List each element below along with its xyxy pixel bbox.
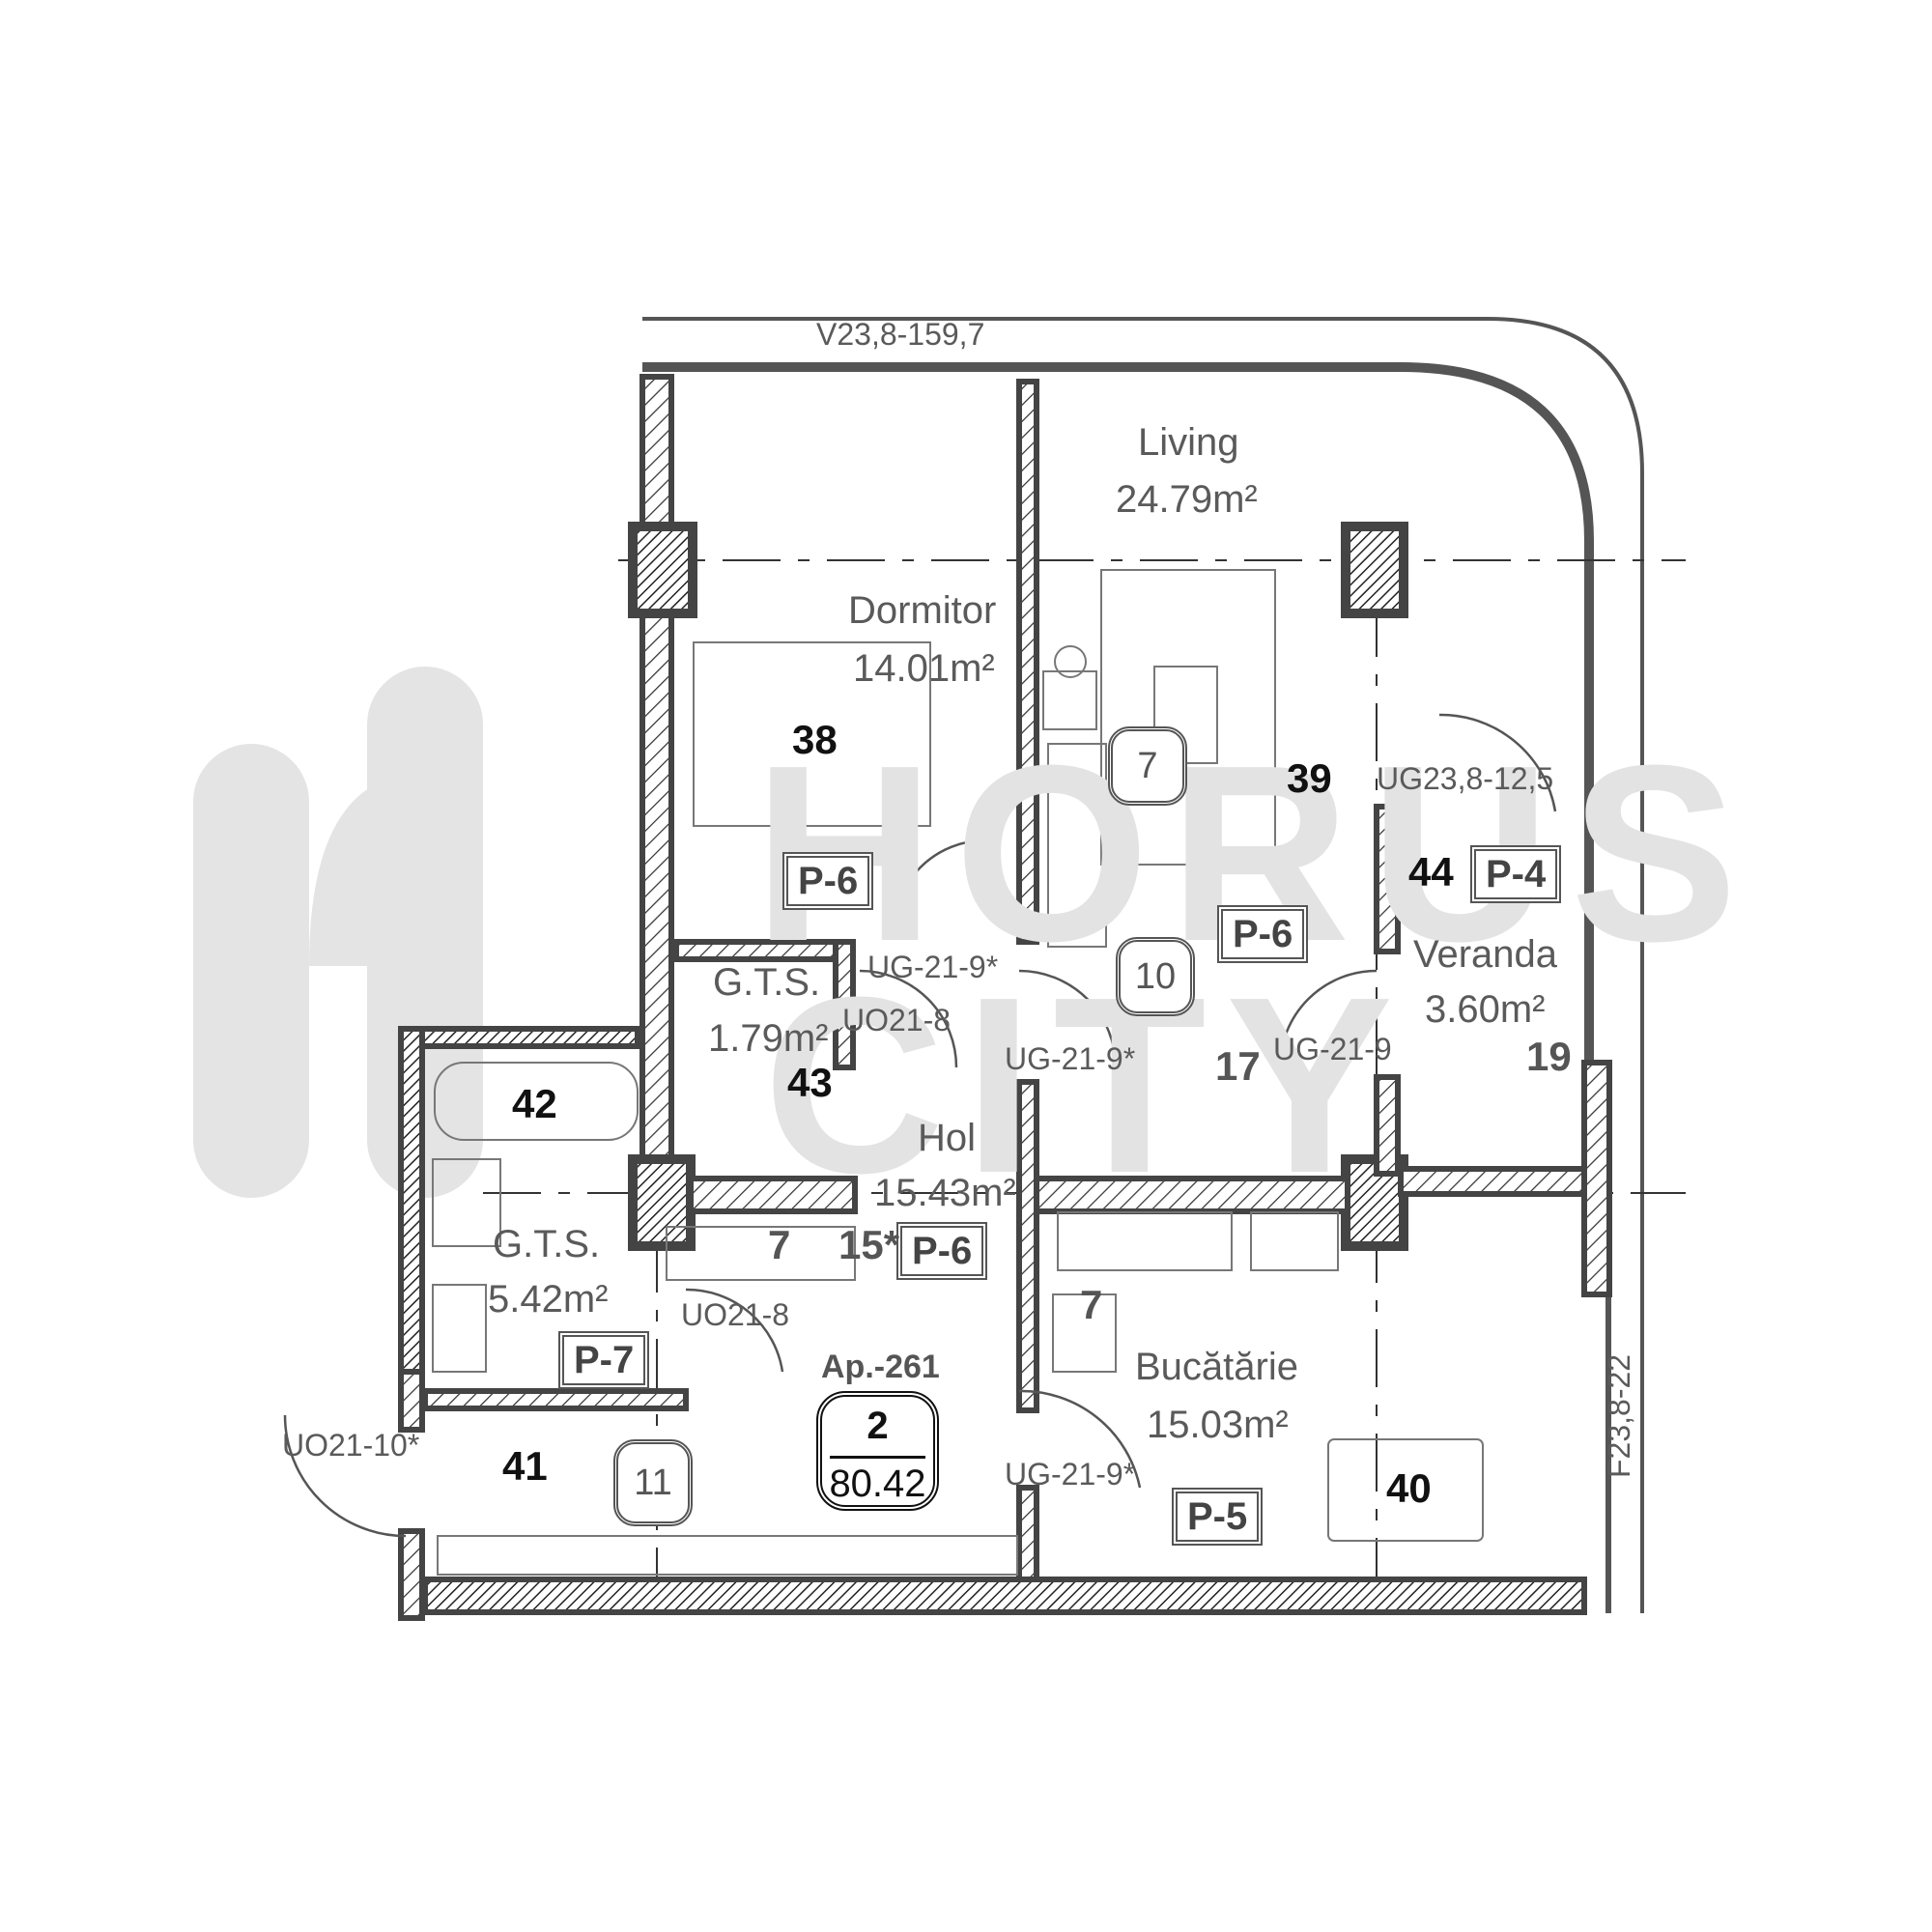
gts-large-door-swing	[685, 1288, 784, 1373]
room-area-hol: 15.43m²	[874, 1172, 1016, 1214]
room-number-bucatarie: 40	[1386, 1465, 1432, 1511]
door-code-veranda-hall: UG-21-9	[1273, 1032, 1392, 1066]
watermark-text-bottom: CITY	[763, 946, 1413, 1226]
room-number-gts-small: 43	[787, 1060, 833, 1105]
walls	[398, 374, 1612, 1621]
sink	[432, 1284, 487, 1373]
room-name-hol: Hol	[918, 1117, 977, 1159]
room-number-entry: 41	[502, 1443, 548, 1489]
marker-hall: 10	[1116, 937, 1195, 1016]
door-code-kitchen: UG-21-9*	[1005, 1457, 1136, 1492]
room-area-living: 24.79m²	[1116, 478, 1258, 521]
bed	[693, 641, 931, 827]
kitchen-counter	[1057, 1211, 1233, 1271]
room-name-bucatarie: Bucătărie	[1135, 1346, 1298, 1388]
room-name-veranda: Veranda	[1413, 933, 1558, 976]
door-code-entry: UO21-10*	[282, 1428, 420, 1463]
wardrobe	[666, 1226, 856, 1281]
exterior-outline	[642, 317, 1644, 1613]
kitchen-door-swing	[1018, 1389, 1142, 1489]
room-area-gts-large: 5.42m²	[488, 1278, 609, 1321]
room-name-gts-small: G.T.S.	[713, 961, 821, 1004]
apartment-summary-tag: 2 80.42	[816, 1391, 939, 1511]
gts-small-door-swing	[859, 969, 958, 1068]
finish-tag-bucatarie: P-5	[1172, 1488, 1264, 1546]
apartment-area: 80.42	[829, 1463, 926, 1505]
finish-tag-living: P-6	[1217, 905, 1309, 963]
room-number-living: 39	[1287, 755, 1332, 801]
fridge	[1052, 1293, 1117, 1373]
furniture	[432, 569, 1484, 1576]
finish-tag-hol: P-6	[896, 1222, 988, 1280]
bathtub	[434, 1062, 639, 1141]
marker-living: 7	[1108, 726, 1187, 806]
sofa-outline	[1100, 569, 1276, 866]
room-number-dormitor: 38	[792, 717, 838, 762]
ref-7-hall: 7	[768, 1222, 791, 1267]
ref-15: 15*	[838, 1222, 900, 1267]
watermark-logo	[193, 667, 483, 1198]
door-code-gts-large: UO21-8	[681, 1297, 790, 1332]
room-name-living: Living	[1138, 421, 1239, 464]
door-code-veranda: UG23,8-12,5	[1377, 761, 1554, 796]
apartment-tag-divider	[830, 1456, 925, 1459]
door-code-living: UG-21-9*	[1005, 1041, 1136, 1076]
dining-table	[1327, 1438, 1484, 1542]
storage-unit	[437, 1535, 1018, 1576]
finish-tag-dormitor: P-6	[782, 852, 874, 910]
ref-17: 17	[1215, 1043, 1261, 1089]
room-name-dormitor: Dormitor	[848, 589, 997, 632]
room-number-veranda: 44	[1408, 849, 1454, 895]
door-code-gts-small: UO21-8	[842, 1003, 952, 1037]
apartment-label: Ap.-261	[821, 1349, 940, 1385]
door-swings	[283, 713, 1557, 1538]
top-elevation-code: V23,8-159,7	[816, 317, 985, 352]
room-area-veranda: 3.60m²	[1425, 988, 1546, 1031]
door-code-dormitor: UG-21-9*	[867, 950, 999, 984]
ref-19: 19	[1526, 1034, 1572, 1079]
right-elevation-code: F23,8-22	[1602, 1353, 1636, 1478]
room-area-gts-small: 1.79m²	[708, 1017, 829, 1060]
apartment-room-count: 2	[867, 1405, 889, 1447]
marker-entry: 11	[613, 1439, 693, 1526]
entry-door-swing	[283, 1414, 407, 1538]
ref-7-kitchen: 7	[1080, 1282, 1103, 1327]
room-area-dormitor: 14.01m²	[853, 647, 995, 690]
finish-tag-gts-large: P-7	[558, 1331, 650, 1389]
sofa	[1047, 743, 1107, 948]
stove	[1250, 1211, 1339, 1271]
room-name-gts-large: G.T.S.	[493, 1223, 601, 1265]
toilet	[432, 1158, 501, 1247]
finish-tag-veranda: P-4	[1470, 845, 1562, 903]
room-area-bucatarie: 15.03m²	[1147, 1404, 1289, 1446]
armchair	[1042, 670, 1097, 730]
room-number-gts-large: 42	[512, 1081, 557, 1126]
